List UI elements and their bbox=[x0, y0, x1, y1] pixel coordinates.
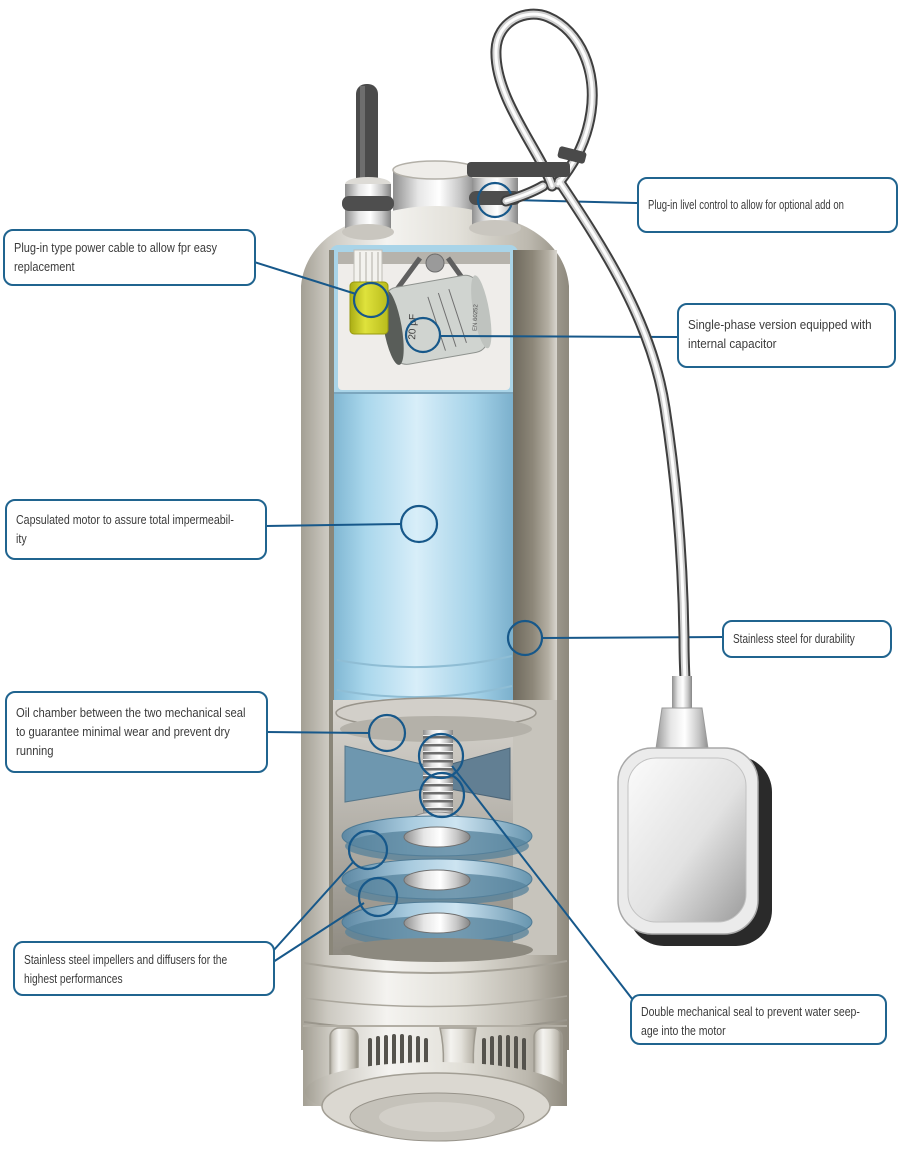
leader-power-cable bbox=[253, 261, 357, 295]
callout-oil-chamber-text: Oil chamber between the two mechanical s… bbox=[16, 706, 246, 758]
motor-capsule bbox=[333, 392, 515, 705]
callout-power-cable-text: Plug-in type power cable to allow fpr ea… bbox=[14, 241, 218, 274]
callout-mech-seal-text: Double mechanical seal to prevent water … bbox=[641, 1005, 860, 1038]
callout-impellers: Stainless steel impellers and diffusers … bbox=[13, 941, 275, 996]
leader-impellers-1 bbox=[272, 860, 355, 952]
pump-base bbox=[305, 1062, 567, 1142]
oil-chamber bbox=[344, 745, 511, 803]
callout-power-cable: Plug-in type power cable to allow fpr ea… bbox=[3, 229, 256, 286]
impeller-stack bbox=[341, 815, 533, 962]
circle-mech-seal-2 bbox=[418, 771, 466, 819]
callout-capacitor: Single-phase version equipped with inter… bbox=[677, 303, 896, 368]
callout-stainless-steel-text: Stainless steel for durability bbox=[733, 631, 855, 646]
callout-mech-seal: Double mechanical seal to prevent water … bbox=[630, 994, 887, 1045]
callout-motor: Capsulated motor to assure total imperme… bbox=[5, 499, 267, 560]
circle-impeller-1 bbox=[347, 829, 389, 871]
leader-capacitor bbox=[439, 335, 680, 338]
cable-gland-left bbox=[342, 177, 394, 240]
power-cable bbox=[356, 84, 378, 188]
circle-power-cable bbox=[352, 281, 390, 319]
hydraulic-section bbox=[333, 697, 537, 962]
circle-oil-chamber bbox=[367, 713, 407, 753]
circle-impeller-2 bbox=[357, 876, 399, 918]
leader-motor bbox=[265, 523, 403, 527]
circle-stainless bbox=[506, 619, 544, 657]
capacitor-standard-label: EN 60252 bbox=[473, 303, 480, 331]
callout-capacitor-text: Single-phase version equipped with inter… bbox=[688, 318, 872, 351]
float-face bbox=[627, 757, 747, 923]
callout-impellers-text: Stainless steel impellers and diffusers … bbox=[24, 953, 228, 986]
pump-body: 20 µF EN 60252 bbox=[301, 84, 569, 1142]
leader-mech-seal bbox=[451, 765, 634, 1001]
callout-stainless-steel: Stainless steel for durability bbox=[722, 620, 892, 658]
leader-oil-chamber bbox=[265, 731, 370, 734]
circle-mech-seal-1 bbox=[417, 732, 465, 780]
cut-edge-right bbox=[513, 250, 557, 705]
leader-impellers-2 bbox=[269, 902, 365, 965]
circle-capacitor bbox=[404, 316, 442, 354]
cut-edge-left bbox=[329, 250, 334, 955]
callout-oil-chamber: Oil chamber between the two mechanical s… bbox=[5, 691, 268, 773]
callout-motor-text: Capsulated motor to assure total imperme… bbox=[16, 513, 234, 546]
callout-level-control-text: Plug-in livel control to allow for optio… bbox=[648, 197, 844, 212]
cable-clamp bbox=[467, 146, 587, 177]
circle-motor bbox=[399, 504, 439, 544]
plug-in-connector bbox=[349, 249, 389, 335]
float-switch-cable bbox=[490, 8, 692, 706]
capacitor-value-label: 20 µF bbox=[407, 314, 419, 340]
leader-stainless bbox=[541, 636, 725, 639]
callout-level-control: Plug-in livel control to allow for optio… bbox=[637, 177, 898, 233]
float-switch bbox=[617, 676, 772, 946]
